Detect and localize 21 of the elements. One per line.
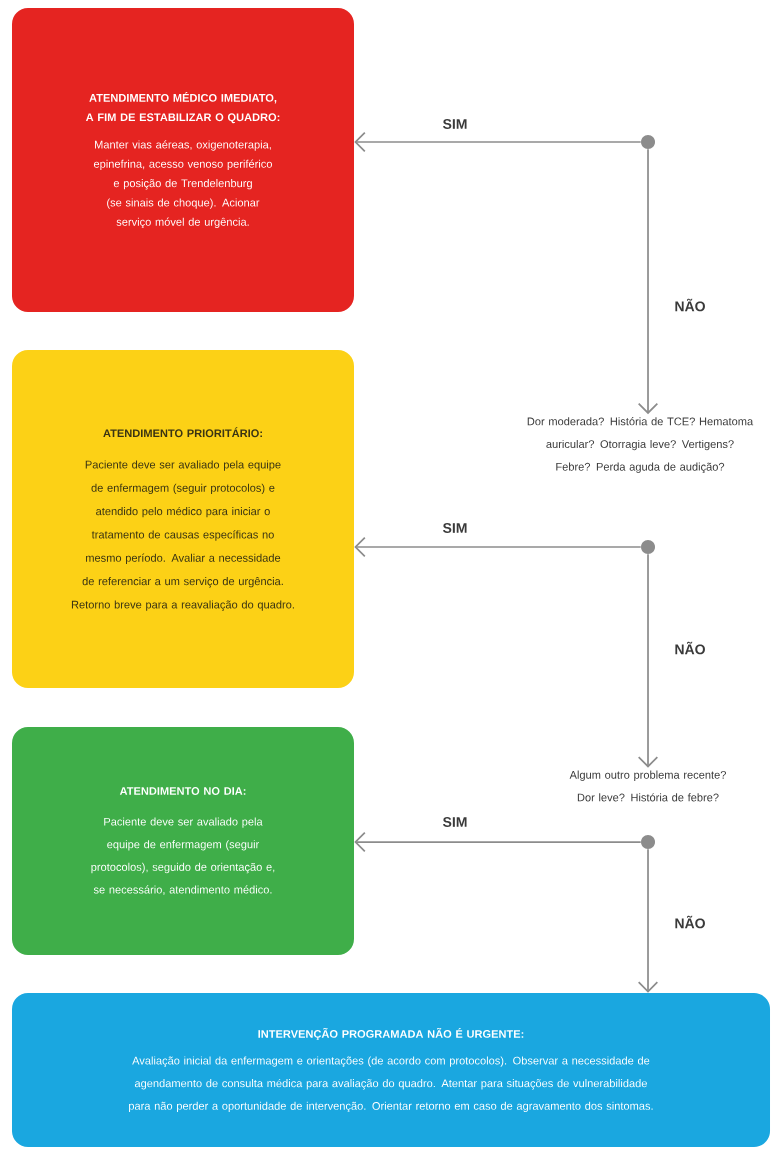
outcome-box: INTERVENÇÃO PROGRAMADA NÃO É URGENTE: Avaliação inicial da enfermagem e orientações (de acordo com protocolos). Observar a necessidade de agendamento de consulta médica para avaliação do quadro. Atentar para situações de vulnerabilidade para não perder a oportunidade de intervenção. Orientar retorno em caso de agravamento dos sintomas. (12, 993, 770, 1147)
arrow (637, 148, 659, 415)
edge-label: NÃO (672, 639, 708, 657)
question-text: Algum outro problema recente? Dor leve? História de febre? (569, 770, 726, 802)
outcome-box: ATENDIMENTO NO DIA: Paciente deve ser avaliado pela equipe de enfermagem (seguir protocolos), seguido de orientação e, se necessário, atendimento médico. (12, 727, 354, 955)
outcome-box: ATENDIMENTO PRIORITÁRIO: Paciente deve ser avaliado pela equipe de enfermagem (seguir protocolos) e atendido pelo médico para iniciar o tratamento de causas específicas no mesmo período. Avaliar a necessidade de referenciar a um serviço de urgência. Retorno breve para a reavaliação do quadro. (12, 350, 354, 688)
arrow (354, 131, 642, 153)
edge-label: SIM (440, 521, 470, 535)
outcome-box: ATENDIMENTO MÉDICO IMEDIATO, A FIM DE ESTABILIZAR O QUADRO: Manter vias aéreas, oxigenoterapia, epinefrina, acesso venoso periférico e posição de Trendelenburg (se sinais de choque). Acionar serviço móvel de urgência. (12, 8, 354, 312)
edge-label: NÃO (672, 913, 708, 931)
junction-dot (641, 835, 655, 849)
arrow (354, 831, 642, 853)
question-text: Dor moderada? História de TCE? Hematoma auricular? Otorragia leve? Vertigens? Febre? Perda aguda de audição? (527, 417, 754, 473)
arrow (354, 536, 642, 558)
arrow (637, 848, 659, 993)
junction-dot (641, 540, 655, 554)
arrow (637, 553, 659, 768)
edge-label: NÃO (672, 296, 708, 314)
edge-label: SIM (440, 815, 470, 829)
junction-dot (641, 135, 655, 149)
edge-label: SIM (440, 117, 470, 131)
